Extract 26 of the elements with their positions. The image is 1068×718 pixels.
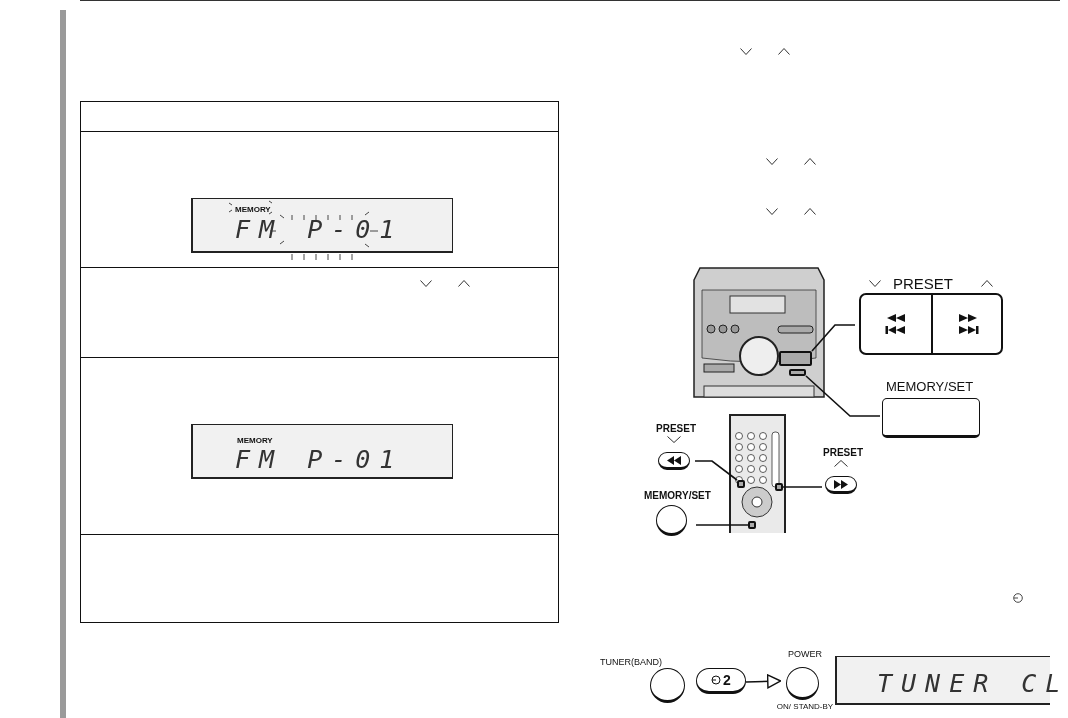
button-label: 2: [723, 672, 731, 688]
indicator-text: MEMORY: [237, 436, 273, 445]
button-label: PRESET: [893, 276, 953, 292]
display-text: FM P-01: [235, 217, 404, 243]
display-text: FM P-01: [235, 447, 404, 473]
leader-line: [811, 324, 856, 352]
leader-line: [694, 460, 738, 481]
button-label: MEMORY/SET: [886, 380, 974, 394]
button-label: TUNER(BAND): [600, 657, 662, 668]
button-label: MEMORY/SET: [644, 490, 711, 501]
indicator-text: MEMORY: [235, 205, 271, 214]
button-highlight: [748, 521, 756, 529]
arrow: [745, 674, 782, 689]
leader-line: [782, 486, 823, 488]
button-label: POWER: [788, 649, 822, 660]
leader-line: [695, 524, 749, 526]
leader-line: [805, 375, 881, 417]
button-highlight: [779, 351, 812, 366]
display-text: TUNER CL: [877, 671, 1068, 697]
button-label: PRESET: [823, 447, 863, 458]
button-label: PRESET: [656, 423, 696, 434]
button-label: ON/ STAND-BY: [776, 702, 834, 711]
button-highlight: [775, 483, 783, 491]
hold-button: [696, 668, 746, 694]
button-highlight: [737, 480, 745, 488]
button-highlight: [789, 369, 806, 376]
